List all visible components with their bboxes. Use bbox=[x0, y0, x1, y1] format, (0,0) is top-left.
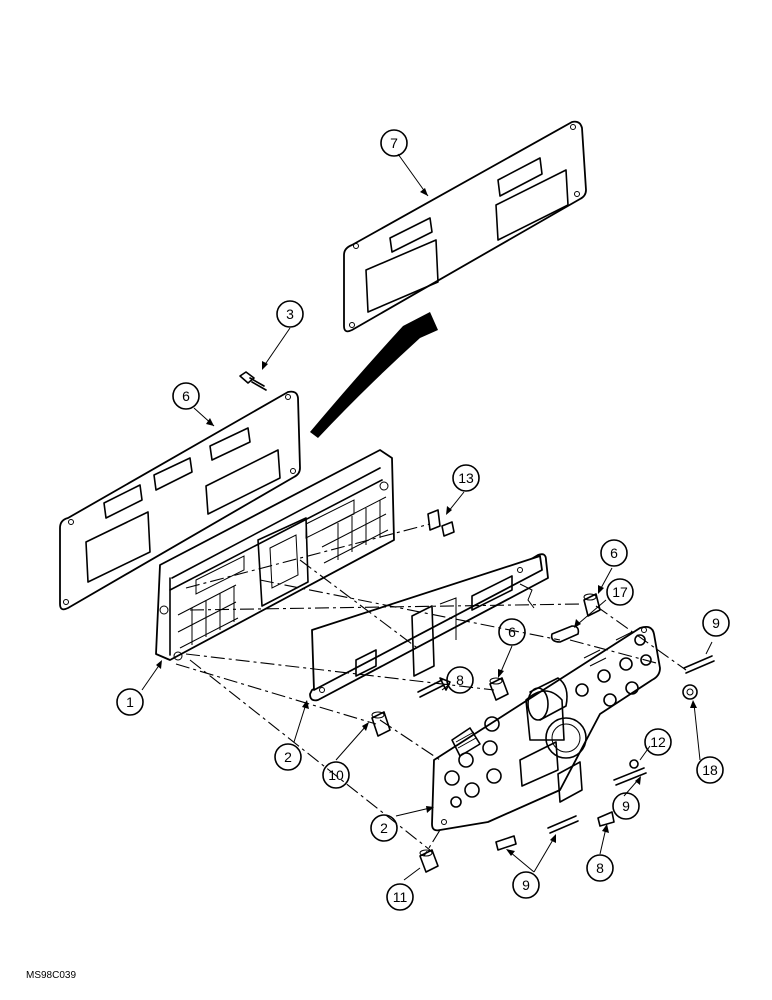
svg-text:8: 8 bbox=[456, 672, 464, 688]
spacer-part-6b bbox=[489, 677, 509, 701]
screw-part-9-mid bbox=[613, 767, 647, 786]
curved-arrow bbox=[310, 312, 438, 438]
clip-part-13 bbox=[427, 509, 455, 537]
screw-part-3 bbox=[239, 371, 267, 391]
assembly-lines bbox=[175, 523, 687, 857]
callout-18: 18 bbox=[696, 756, 724, 784]
svg-text:2: 2 bbox=[284, 749, 292, 765]
svg-text:2: 2 bbox=[380, 820, 388, 836]
callout-10: 10 bbox=[322, 761, 350, 789]
svg-text:9: 9 bbox=[622, 798, 630, 814]
callout-13: 13 bbox=[452, 464, 480, 492]
washer-part-12 bbox=[629, 759, 639, 769]
svg-text:7: 7 bbox=[390, 135, 398, 151]
spacer-part-11 bbox=[419, 849, 439, 873]
mounting-plate-upper bbox=[309, 553, 549, 702]
svg-text:1: 1 bbox=[126, 694, 134, 710]
callout-9-right: 9 bbox=[702, 609, 730, 637]
decal-panel-lower bbox=[59, 390, 301, 611]
figure-code: MS98C039 bbox=[26, 970, 76, 981]
callout-2-lower: 2 bbox=[370, 814, 398, 842]
leader-lines bbox=[141, 153, 713, 881]
svg-text:9: 9 bbox=[522, 877, 530, 893]
callout-7: 7 bbox=[380, 129, 408, 157]
callout-9-mid: 9 bbox=[612, 792, 640, 820]
callout-9-lower: 9 bbox=[512, 871, 540, 899]
callout-1: 1 bbox=[116, 688, 144, 716]
svg-text:6: 6 bbox=[508, 624, 516, 640]
callouts: 7 3 6 13 6 17 9 6 bbox=[116, 129, 730, 911]
callout-6-spacer-right: 6 bbox=[600, 539, 628, 567]
screw-part-9-lower-b bbox=[495, 835, 517, 851]
callout-11: 11 bbox=[386, 883, 414, 911]
svg-text:11: 11 bbox=[393, 889, 408, 905]
svg-text:18: 18 bbox=[702, 762, 718, 778]
instrument-housing bbox=[155, 449, 395, 661]
screw-part-9-lower-a bbox=[547, 815, 579, 834]
screw-part-8-lower bbox=[597, 811, 615, 827]
spacer-part-10 bbox=[371, 711, 391, 737]
svg-text:10: 10 bbox=[328, 767, 344, 783]
callout-8-lower: 8 bbox=[586, 854, 614, 882]
spacer-part-6a bbox=[583, 593, 601, 617]
circuit-board-lower bbox=[431, 625, 661, 832]
svg-text:9: 9 bbox=[712, 615, 720, 631]
callout-6-panel: 6 bbox=[172, 382, 200, 410]
svg-text:6: 6 bbox=[610, 545, 618, 561]
callout-6-spacer-mid: 6 bbox=[498, 618, 526, 646]
svg-text:6: 6 bbox=[182, 388, 190, 404]
callout-17: 17 bbox=[606, 578, 634, 606]
svg-text:13: 13 bbox=[458, 470, 474, 486]
decal-panel-upper bbox=[343, 120, 587, 333]
callout-2-upper: 2 bbox=[274, 743, 302, 771]
svg-text:8: 8 bbox=[596, 860, 604, 876]
nut-part-18 bbox=[682, 684, 698, 700]
cylinder-component bbox=[527, 677, 568, 721]
callout-3: 3 bbox=[276, 300, 304, 328]
svg-text:12: 12 bbox=[650, 734, 666, 750]
svg-text:17: 17 bbox=[612, 584, 628, 600]
screw-part-9-right bbox=[683, 655, 715, 674]
svg-text:3: 3 bbox=[286, 306, 294, 322]
callout-8-upper: 8 bbox=[446, 666, 474, 694]
callout-12: 12 bbox=[644, 728, 672, 756]
